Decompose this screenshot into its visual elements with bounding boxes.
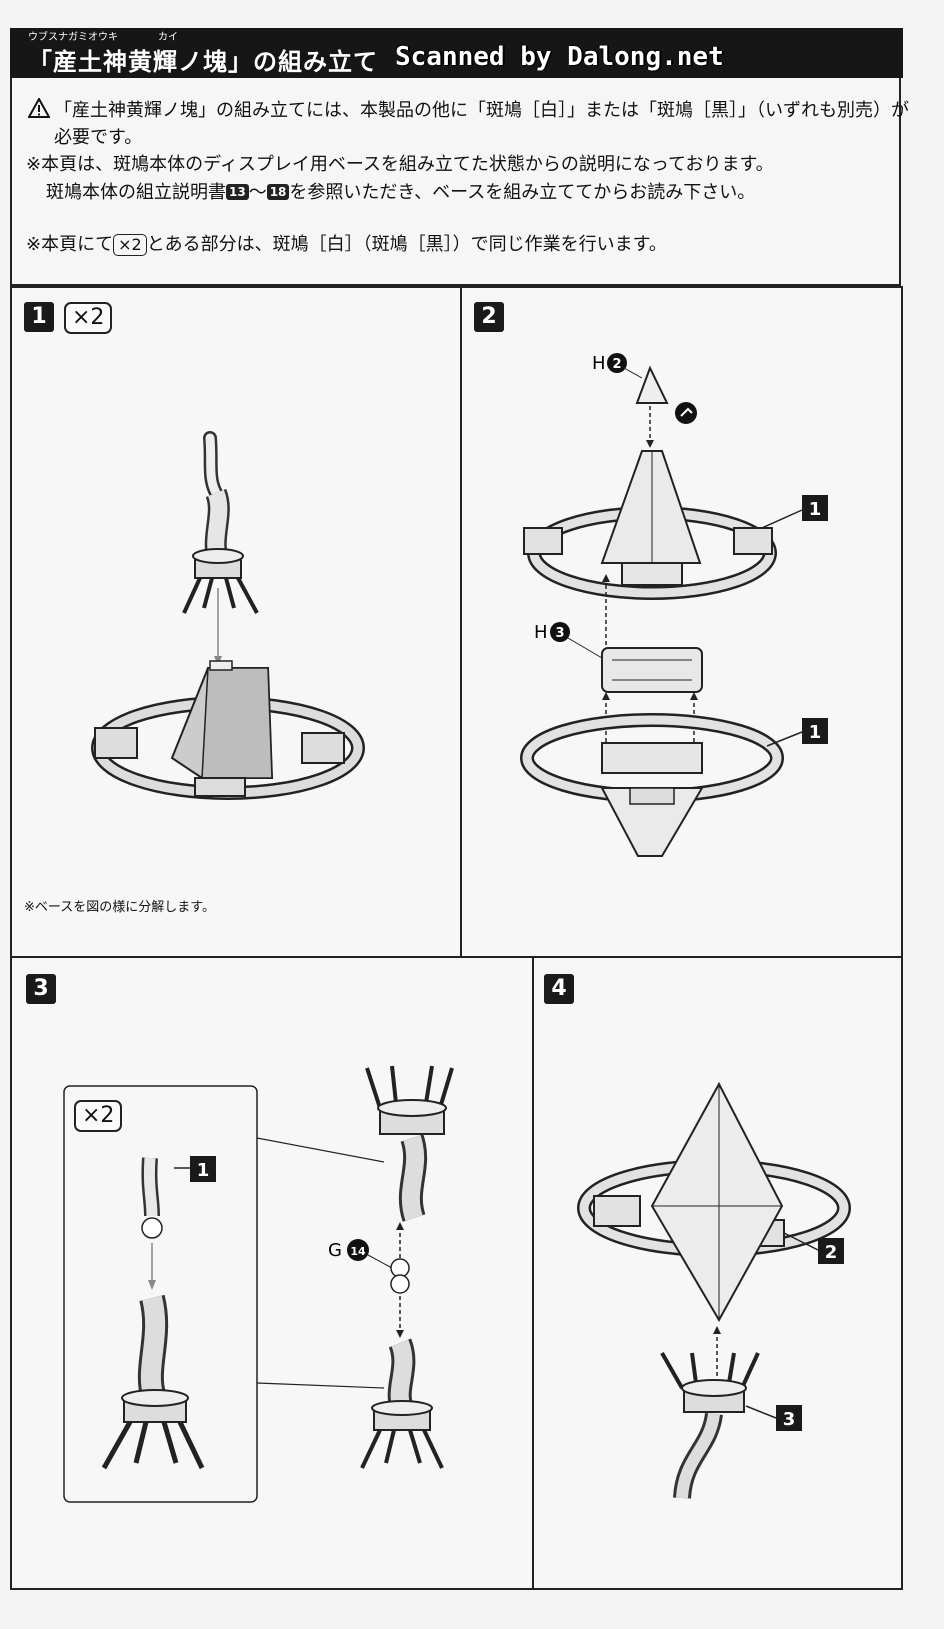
part-h2-letter: H [592, 353, 606, 374]
part-h3-circle [550, 622, 570, 642]
note-line-3-mid: 〜 [248, 182, 267, 203]
part-h2-number: 2 [612, 357, 621, 372]
part-g-letter: G [328, 1240, 342, 1261]
ref-1-bottom-box [802, 718, 828, 744]
warning-icon [28, 98, 50, 118]
step-1-x2-badge: ×2 [64, 302, 113, 334]
step-4-panel: 4 2 3 [532, 956, 903, 1590]
title-ruby: ウブスナガミオウキ カイ [28, 32, 178, 43]
step-3-illustration: 1 G 14 [63, 1065, 454, 1503]
note-line-4-pre: ※本頁にて [26, 234, 114, 255]
step-4-illustration: 2 3 [577, 1081, 851, 1499]
ref-3-box [776, 1405, 802, 1431]
ref-1-top: 1 [809, 499, 822, 520]
step-3-x2-badge: ×2 [74, 1100, 123, 1132]
note-line-3-post: を参照いただき、ベースを組み立ててからお読み下さい。 [289, 182, 756, 203]
ref-1: 1 [197, 1160, 210, 1181]
notes-box: 「産土神黄輝ノ塊」の組み立てには、本製品の他に「斑鳩［白］」または「斑鳩［黒］」… [10, 78, 909, 286]
step-1-number: 1 [24, 302, 54, 332]
part-h3-letter: H [534, 622, 548, 643]
step-2-illustration: H 2 1 H 3 [520, 353, 828, 857]
ref-1-box [190, 1156, 216, 1182]
part-h2-circle [607, 353, 627, 373]
paint-icon [675, 402, 697, 424]
part-h3-number: 3 [555, 626, 564, 641]
ref-1-top-box [802, 495, 828, 521]
title-bar: ウブスナガミオウキ カイ 「産土神黄輝ノ塊」の組み立て Scanned by D… [10, 28, 903, 78]
manual-ref-18: 18 [266, 184, 290, 200]
step-4-number: 4 [544, 974, 574, 1004]
step-2-panel: 2 H 2 1 H 3 [460, 286, 903, 958]
scan-credit: Scanned by Dalong.net [395, 42, 724, 72]
ref-1-bottom: 1 [809, 722, 822, 743]
step-1-note: ※ベースを図の様に分解します。 [24, 900, 215, 915]
note-line-1: 「産土神黄輝ノ塊」の組み立てには、本製品の他に「斑鳩［白］」または「斑鳩［黒］」… [54, 100, 909, 121]
ref-2-box [818, 1238, 844, 1264]
manual-ref-13: 13 [226, 184, 249, 200]
note-line-2: ※本頁は、斑鳩本体のディスプレイ用ベースを組み立てた状態からの説明になっておりま… [26, 154, 774, 175]
x2-badge: ×2 [113, 234, 147, 256]
ref-3: 3 [783, 1409, 796, 1430]
step-3-panel: 3 1 G 14 [10, 956, 534, 1590]
ref-2: 2 [825, 1242, 838, 1263]
step-2-number: 2 [474, 302, 504, 332]
note-line-3-pre: 斑鳩本体の組立説明書 [46, 182, 226, 203]
step-1-illustration [91, 431, 365, 800]
note-line-1b: 必要です。 [54, 127, 143, 148]
step-1-panel: 1 ×2 ※ベースを図の様に分解します。 [10, 286, 462, 958]
part-g14-circle [347, 1239, 369, 1261]
page-title: 「産土神黄輝ノ塊」の組み立て [28, 48, 378, 76]
step-3-number: 3 [26, 974, 56, 1004]
note-line-4-post: とある部分は、斑鳩［白］（斑鳩［黒］）で同じ作業を行います。 [146, 234, 667, 255]
part-g-number: 14 [350, 1245, 366, 1258]
